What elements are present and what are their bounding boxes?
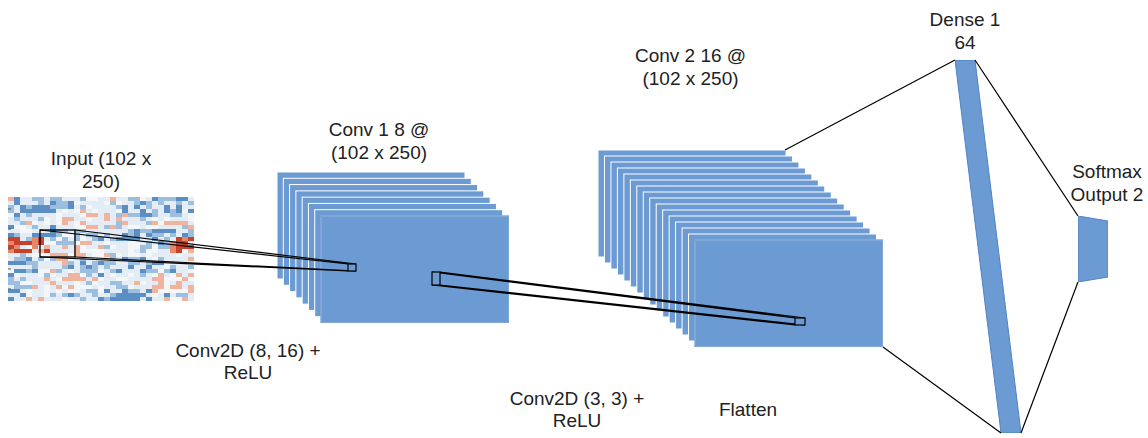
operation-label: Flatten [708,399,788,421]
layer-heading: Conv 1 8 @ (102 x 250) [318,118,440,164]
feature-map-stack: Conv 1 8 @ (102 x 250) [277,172,509,323]
shape [8,197,194,301]
layer-heading: Softmax Output 2 [1067,160,1147,206]
heatmap-cells [8,197,194,301]
dense-layer: Dense 1 64 [955,60,1021,433]
shape [955,60,1021,433]
kernel-window [40,230,75,257]
layer-shape [1078,216,1108,282]
feature-map [321,216,509,323]
layer-shape [955,60,1021,433]
layer-heading: Input (102 x 250) [45,147,157,193]
feature-map [695,240,883,347]
heatmap-ground [8,197,194,301]
layer-heading: Dense 1 64 [927,8,1003,54]
layer-heading: Conv 2 16 @ (102 x 250) [630,44,752,90]
front-map-border [321,216,509,323]
operation-label: Conv2D (3, 3) + ReLU [500,388,655,433]
shape [277,172,509,323]
operation-label: Conv2D (8, 16) + ReLU [163,340,333,385]
input-image: Input (102 x 250) [8,197,194,301]
shape [1078,216,1108,282]
front-map-border [695,240,883,347]
output-layer: Softmax Output 2 [1078,216,1108,282]
